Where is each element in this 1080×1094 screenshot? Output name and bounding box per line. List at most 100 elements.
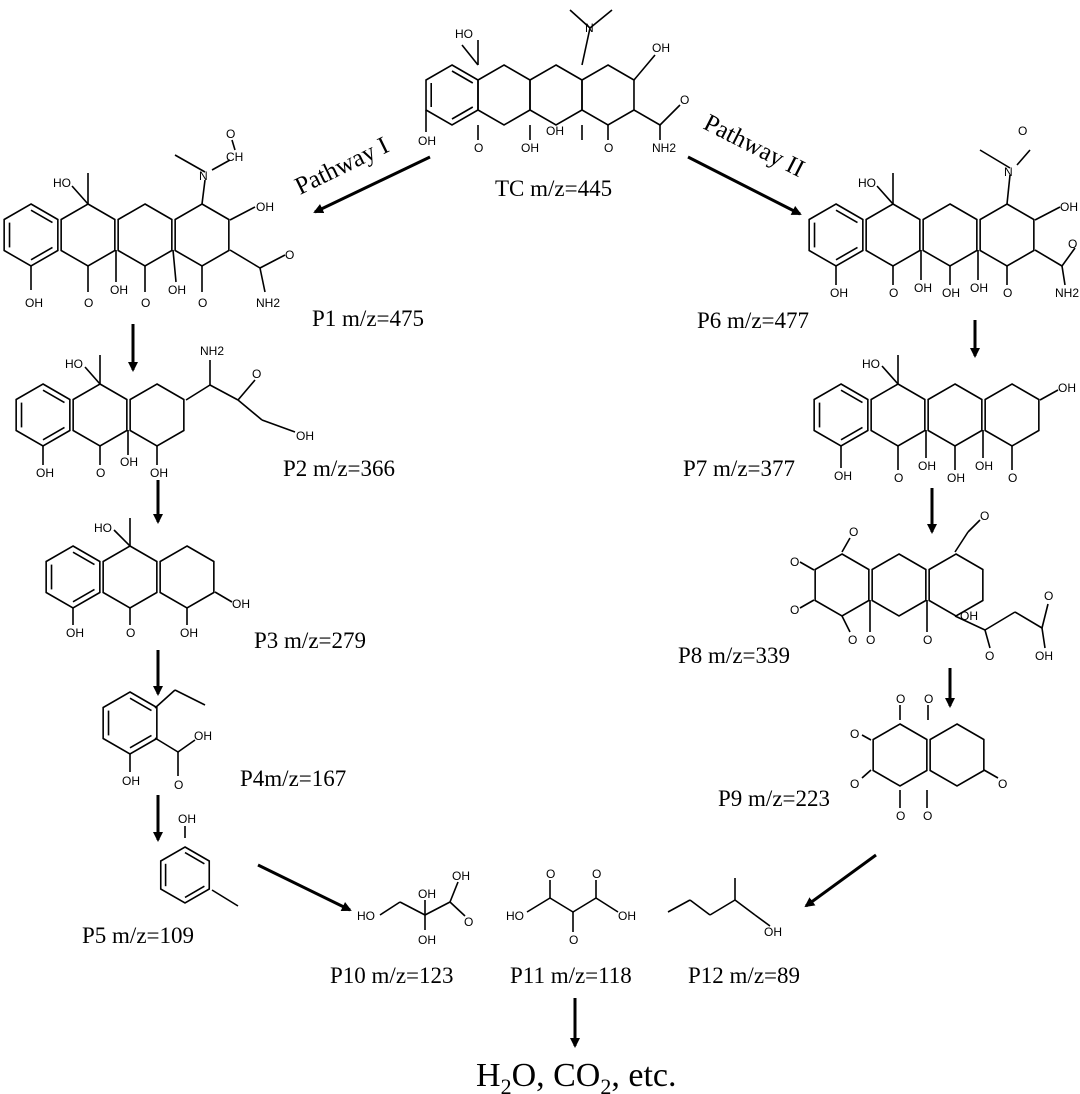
atom-label: O (790, 555, 799, 569)
atom-label: O (1003, 286, 1012, 300)
p1-ring (117, 203, 173, 267)
atom-label: OH (764, 925, 782, 939)
atom-label: HO (357, 909, 375, 923)
atom-label: OH (546, 124, 564, 138)
atom-label: OH (296, 429, 314, 443)
label-p3: P3 m/z=279 (254, 628, 366, 653)
double-bond (42, 389, 65, 404)
p7-ring (984, 383, 1040, 447)
double-bond (30, 209, 53, 224)
atom-label: OH (418, 134, 436, 148)
atom-label: NH2 (652, 141, 676, 155)
double-bond (129, 697, 152, 712)
label-p7: P7 m/z=377 (683, 456, 795, 481)
arrow-p5-p10 (257, 863, 352, 912)
tc-ring (477, 64, 531, 126)
atom-label: OH (418, 887, 436, 901)
atom-label: OH (122, 774, 140, 788)
atom-label: OH (256, 200, 274, 214)
tc-ring (529, 64, 583, 126)
p2-ring (129, 383, 185, 447)
atom-label: OH (110, 283, 128, 297)
atom-label: O (894, 471, 903, 485)
atom-label: O (464, 915, 473, 929)
label-p12: P12 m/z=89 (688, 963, 800, 988)
p6-ring (979, 203, 1035, 267)
atom-label: O (850, 777, 859, 791)
atom-label: O (474, 141, 483, 155)
atom-label: O (96, 466, 105, 480)
atom-label: O (889, 286, 898, 300)
double-bond (451, 70, 474, 84)
tc-ring (425, 64, 479, 126)
final-products: H2O, CO2, etc. (476, 1057, 677, 1094)
label-p1: P1 m/z=475 (312, 306, 424, 331)
atom-label: HO (862, 357, 880, 371)
p6-ring (865, 203, 921, 267)
atom-label: OH (830, 286, 848, 300)
arrow-p9-p12 (804, 853, 877, 908)
atom-label: O (849, 525, 858, 539)
p3-ring (159, 545, 215, 609)
atom-label: OH (1035, 649, 1053, 663)
atom-label: O (569, 933, 578, 947)
atom-label: O (1008, 471, 1017, 485)
atom-label: O (84, 296, 93, 310)
atom-label: NH2 (200, 344, 224, 358)
atom-label: OH (1058, 381, 1076, 395)
atom-label: OH (25, 296, 43, 310)
atom-label: O (592, 867, 601, 881)
atom-label: O (546, 867, 555, 881)
atom-label: OH (1060, 200, 1078, 214)
double-bond (129, 734, 152, 749)
atom-label: OH (960, 609, 978, 623)
p9-ring (929, 723, 985, 787)
atom-label: OH (918, 459, 936, 473)
atom-label: O (604, 141, 613, 155)
atom-label: O (923, 809, 932, 823)
atom-label: O (174, 778, 183, 792)
atom-label: OH (975, 459, 993, 473)
label-p8: P8 m/z=339 (678, 643, 790, 668)
atom-label: OH (120, 455, 138, 469)
compound-labels: TC m/z=445 P1 m/z=475 P6 m/z=477 P2 m/z=… (82, 176, 830, 988)
atom-label: O (1068, 237, 1077, 251)
atom-label: O (896, 692, 905, 706)
atom-label: N (585, 21, 594, 35)
atom-label: O (980, 509, 989, 523)
double-bond (72, 551, 95, 566)
arrow-pathway-2 (687, 155, 802, 216)
atom-label: OH (180, 626, 198, 640)
atom-label: OH (452, 869, 470, 883)
atom-label: O (226, 127, 235, 141)
p6-ring (922, 203, 978, 267)
label-tc: TC m/z=445 (495, 176, 612, 201)
label-p11: P11 m/z=118 (510, 963, 632, 988)
atom-label: OH (652, 41, 670, 55)
atom-label: OH (947, 471, 965, 485)
atom-label: CH (226, 150, 243, 164)
arrow-pathway-1 (313, 155, 431, 214)
atom-label: O (1044, 589, 1053, 603)
atom-label: O (985, 649, 994, 663)
reaction-arrows (128, 155, 980, 1048)
p8-ring (928, 553, 984, 617)
p7-ring (927, 383, 983, 447)
double-bond (184, 885, 205, 899)
p1-ring (174, 203, 230, 267)
atom-label: HO (506, 909, 524, 923)
atom-label: HO (65, 357, 83, 371)
atom-label: O (998, 777, 1007, 791)
p1-ring (60, 203, 116, 267)
atom-label: OH (66, 626, 84, 640)
atom-label: O (848, 633, 857, 647)
atom-label: O (850, 727, 859, 741)
label-p10: P10 m/z=123 (330, 963, 454, 988)
p2-ring (15, 383, 71, 447)
atom-label: OH (942, 286, 960, 300)
p5-ring (159, 846, 211, 904)
label-p9: P9 m/z=223 (718, 786, 830, 811)
atom-label: HO (858, 176, 876, 190)
label-p5: P5 m/z=109 (82, 923, 194, 948)
